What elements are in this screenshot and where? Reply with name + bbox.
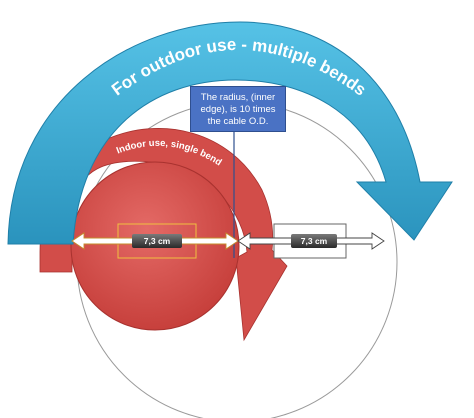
callout-line-1: The radius, (inner	[200, 92, 276, 103]
callout-line-2: edge), is 10 times	[200, 104, 276, 115]
callout-line-3: the cable O.D.	[207, 116, 269, 127]
outdoor-arrow	[7, 21, 453, 245]
radius-callout-box: The radius, (inner edge), is 10 times th…	[190, 86, 286, 132]
outdoor-measurement-label: 7,3 cm	[291, 234, 337, 248]
indoor-measurement-label: 7,3 cm	[132, 234, 182, 248]
